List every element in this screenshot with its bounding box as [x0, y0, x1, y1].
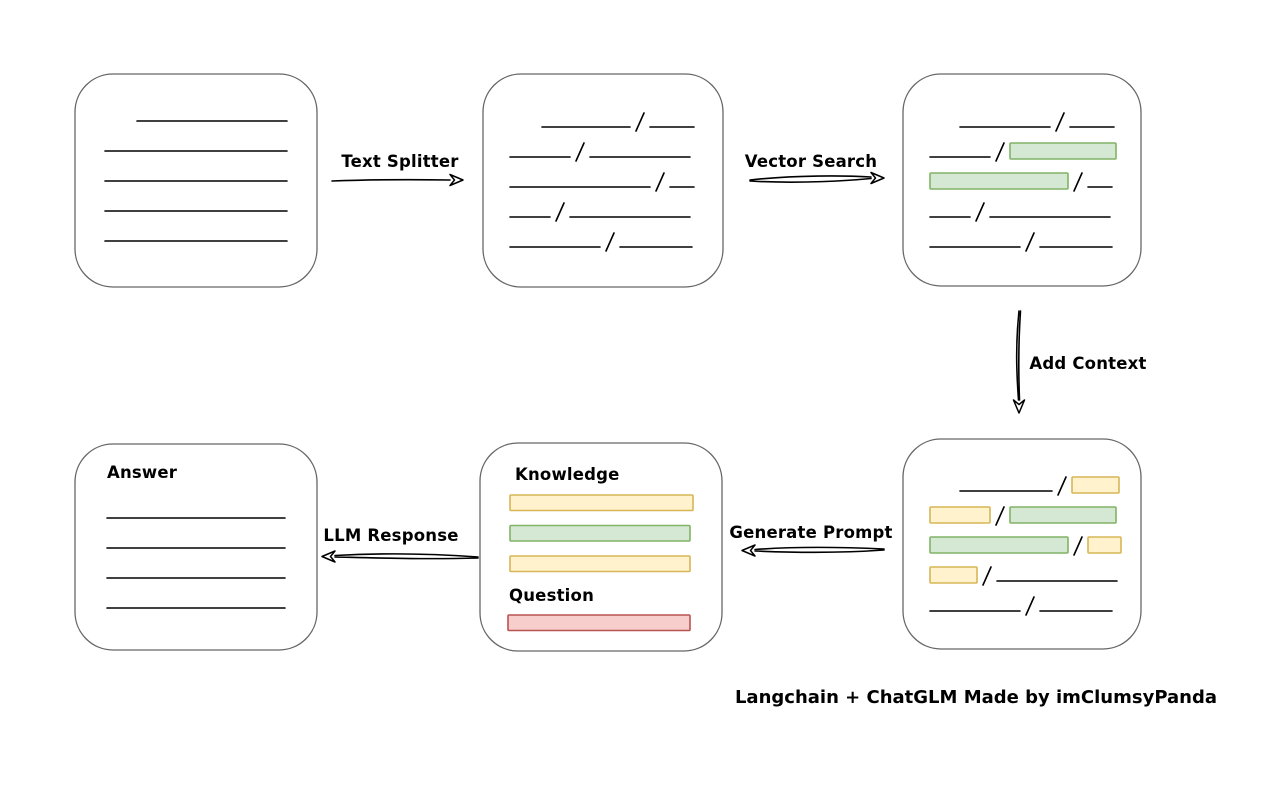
slash-separator: [555, 202, 565, 222]
generate-prompt-label: Generate Prompt: [729, 523, 892, 542]
node-answer: Answer: [74, 443, 318, 651]
diagram-caption: Langchain + ChatGLM Made by imClumsyPand…: [735, 687, 1217, 708]
slash-separator: [1025, 596, 1035, 616]
slash-separator: [575, 142, 585, 162]
generate-prompt-arrow-line: [754, 546, 885, 551]
highlighted-chunk-yellow: [1071, 476, 1120, 494]
node-retrieved-chunks: [902, 73, 1142, 287]
node-context-chunks: [902, 438, 1142, 650]
vector-search-arrow-line: [749, 177, 872, 183]
slash-separator: [995, 142, 1005, 162]
arrow-generate-prompt: Generate Prompt: [729, 523, 892, 557]
retrieved-chunks-lines: [929, 112, 1117, 252]
highlighted-chunk-green: [1009, 142, 1117, 160]
slash-separator: [1057, 476, 1067, 496]
slash-separator: [1025, 232, 1035, 252]
arrow-llm-response: LLM Response: [321, 526, 479, 563]
arrow-text-splitter: Text Splitter: [331, 152, 464, 187]
highlighted-chunk-yellow: [929, 566, 978, 584]
answer-box: [74, 443, 318, 651]
highlighted-chunk-yellow: [1087, 536, 1122, 554]
split-chunks-lines: [509, 112, 695, 252]
arrow-vector-search: Vector Search: [745, 152, 885, 185]
slash-separator: [1073, 536, 1083, 556]
node-source-document: [74, 73, 318, 288]
node-prompt: Knowledge Question: [479, 442, 723, 652]
right-arrowhead-icon: [870, 171, 885, 185]
slash-separator: [995, 506, 1005, 526]
text-splitter-arrow-line: [331, 178, 451, 182]
highlighted-chunk-green: [1009, 506, 1117, 524]
knowledge-chunk-green: [509, 524, 691, 542]
knowledge-chunk-yellow: [509, 555, 691, 573]
llm-response-label: LLM Response: [323, 526, 458, 545]
knowledge-chunk-yellow: [509, 494, 694, 512]
vector-search-arrow-line: [749, 175, 872, 181]
text-splitter-label: Text Splitter: [341, 152, 459, 171]
generate-prompt-arrow-line: [754, 549, 885, 554]
highlighted-chunk-yellow: [929, 506, 991, 524]
slash-separator: [982, 566, 992, 586]
right-arrowhead-icon: [449, 173, 464, 187]
question-label: Question: [509, 586, 594, 605]
slash-separator: [975, 202, 985, 222]
knowledge-label: Knowledge: [515, 465, 620, 484]
node-split-chunks: [482, 73, 724, 288]
llm-response-arrow-line: [334, 556, 479, 560]
vector-search-label: Vector Search: [745, 152, 877, 171]
context-chunks-lines: [929, 476, 1122, 616]
slash-separator: [605, 232, 615, 252]
add-context-label: Add Context: [1029, 354, 1146, 373]
highlighted-chunk-green: [929, 536, 1069, 554]
slash-separator: [1073, 172, 1083, 192]
slash-separator: [655, 172, 665, 192]
left-arrowhead-icon: [321, 550, 336, 563]
slash-separator: [1055, 112, 1065, 132]
highlighted-chunk-green: [929, 172, 1069, 190]
arrow-add-context: Add Context: [1012, 310, 1146, 414]
down-arrowhead-icon: [1012, 399, 1026, 414]
slash-separator: [635, 112, 645, 132]
add-context-arrow-line: [1017, 310, 1022, 401]
source-document-lines: [104, 120, 288, 242]
split-chunks-box: [482, 73, 724, 288]
left-arrowhead-icon: [741, 544, 756, 557]
add-context-arrow-line: [1015, 310, 1020, 401]
llm-response-arrow-line: [334, 553, 479, 558]
question-chunk-red: [507, 614, 691, 632]
answer-label: Answer: [107, 463, 178, 482]
answer-lines: [106, 517, 286, 609]
